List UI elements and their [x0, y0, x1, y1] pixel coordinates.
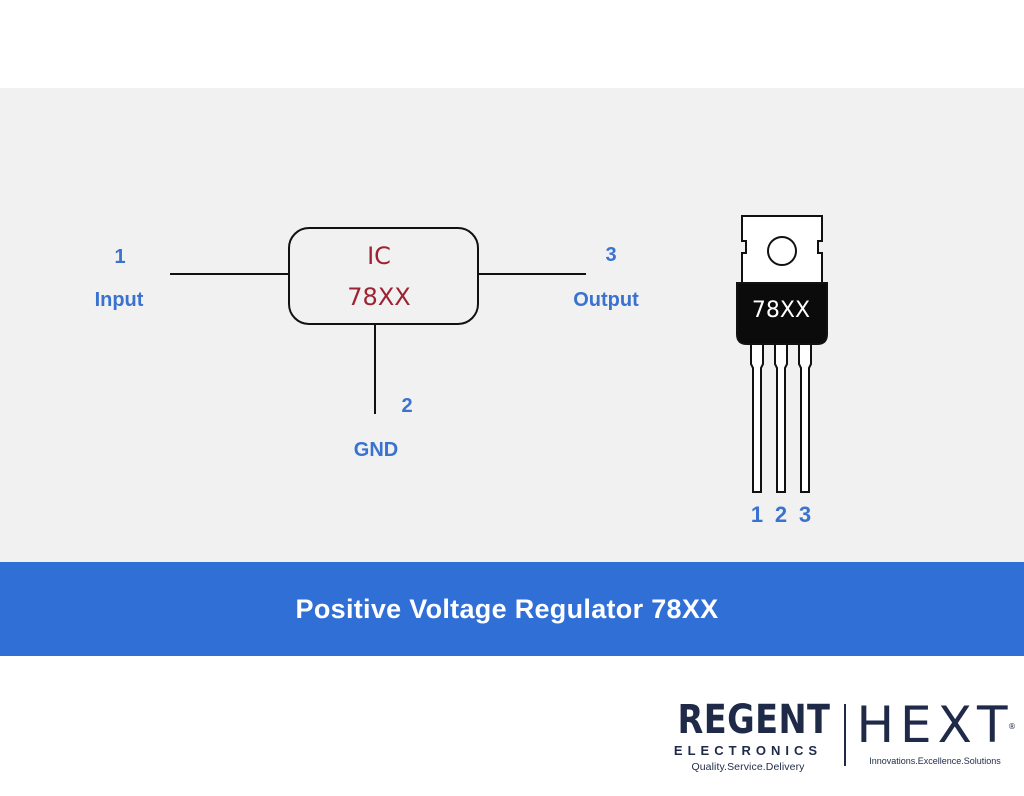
package-label: 78XX: [752, 298, 810, 323]
lead-2: [774, 343, 788, 493]
pin3-label: Output: [573, 289, 639, 311]
package-pin1-number: 1: [751, 502, 763, 527]
pin2-number: 2: [401, 395, 412, 417]
banner-title: Positive Voltage Regulator 78XX: [295, 593, 719, 624]
ic-part-number: 78XX: [347, 283, 410, 311]
hext-logo-name: HEXT: [856, 696, 1014, 754]
lead-1: [750, 343, 764, 493]
package-pin3-number: 3: [799, 502, 811, 527]
ic-block: [288, 227, 479, 325]
regent-logo-tagline: Quality.Service.Delivery: [691, 761, 805, 773]
title-banner: Positive Voltage Regulator 78XX: [0, 562, 1024, 656]
logo-divider: [844, 704, 846, 766]
regent-electronics-logo: REGENT ELECTRONICS Quality.Service.Deliv…: [664, 700, 832, 773]
hext-logo-tagline: Innovations.Excellence.Solutions: [869, 756, 1001, 766]
footer-logos: REGENT ELECTRONICS Quality.Service.Deliv…: [664, 700, 1020, 792]
pin2-label: GND: [354, 439, 398, 461]
lead-3: [798, 343, 812, 493]
hext-logo: HEXT ® Innovations.Excellence.Solutions: [850, 700, 1020, 766]
package-leads: [750, 343, 812, 493]
package-pin2-number: 2: [775, 502, 787, 527]
regent-logo-name: REGENT: [677, 697, 831, 743]
diagram-panel: [0, 88, 1024, 562]
to220-package: 78XX 1 2 3: [736, 215, 828, 527]
package-body: [736, 282, 828, 345]
mounting-hole: [767, 236, 797, 266]
registered-mark: ®: [1008, 722, 1016, 731]
regent-logo-subtitle: ELECTRONICS: [673, 743, 823, 758]
pin1-label: Input: [95, 289, 144, 311]
ic-label: IC: [367, 242, 391, 270]
pin1-number: 1: [114, 246, 125, 268]
pin3-number: 3: [605, 244, 616, 266]
